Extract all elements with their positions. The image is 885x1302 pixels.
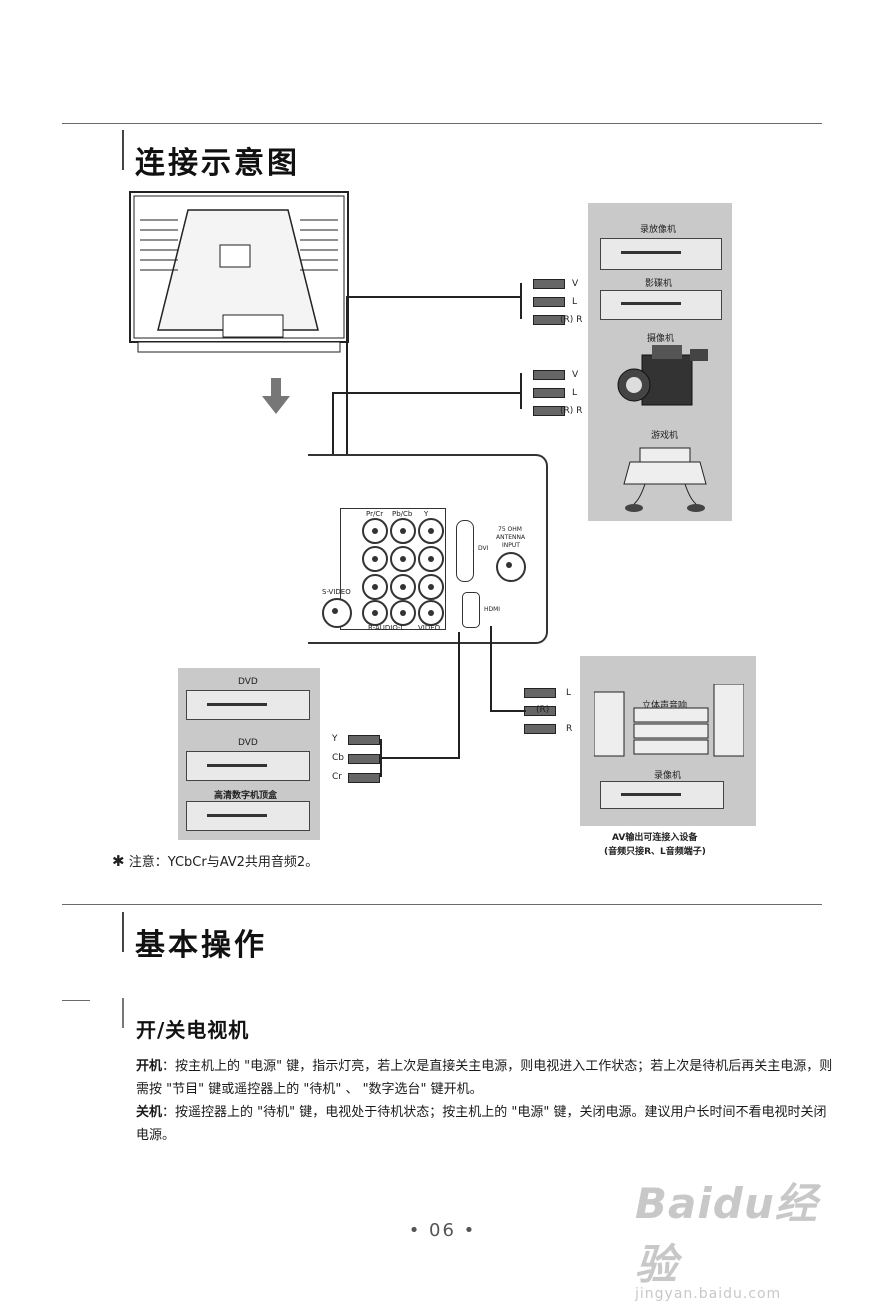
cable-label: (R) [536,705,550,715]
jack [418,574,444,600]
subsection-dash [62,1000,90,1001]
dvd-label: DVD [238,677,258,687]
cable-label: R [566,724,573,734]
dvd2-device [186,751,310,781]
game-console-icon [620,444,710,520]
section-marker [122,130,124,170]
recorder-label: 录像机 [654,771,682,781]
dvi-port [456,520,474,582]
cable-plug [533,388,565,398]
raudio-label: R-AUDIO-L [368,624,405,632]
cable-plug [524,724,556,734]
stereo-label: 立体声音响 [642,701,688,711]
cable-label: L [572,388,578,398]
cable-label: (R) R [560,315,583,325]
connector-block [340,508,446,630]
dvd-device [186,690,310,720]
pr-label: Pr/Cr [366,510,384,518]
lightbulb-icon: ✱ [112,852,125,870]
dvd2-label: DVD [238,738,258,748]
cable-plug [533,406,565,416]
dvd-player-device [600,290,722,320]
power-on-text: ：按主机上的 "电源" 键，指示灯亮，若上次是直接关主电源，则电视进入工作状态；… [136,1059,833,1097]
page-number: • 06 • [408,1220,477,1241]
power-off-paragraph: 关机：按遥控器上的 "待机" 键，电视处于待机状态；按主机上的 "电源" 键，关… [136,1101,836,1147]
pb-label: Pb/Cb [392,510,413,518]
jack [418,600,444,626]
camcorder-icon [612,345,712,419]
video-label: VIDEO [418,624,441,632]
jack [362,518,388,544]
antenna-jack [496,552,526,582]
antenna-label-2: ANTENNA [496,534,526,541]
down-arrow-icon [262,378,290,418]
watermark-logo: Baidu经验 [635,1179,818,1289]
cable-plug [348,735,380,745]
cable-plug [524,688,556,698]
antenna-label-3: INPUT [502,542,520,549]
camcorder-label: 摄像机 [647,334,675,344]
hdmi-port [462,592,480,628]
game-console-label: 游戏机 [651,431,679,441]
cable-plug [533,370,565,380]
power-on-paragraph: 开机：按主机上的 "电源" 键，指示灯亮，若上次是直接关主电源，则电视进入工作状… [136,1055,836,1101]
cable-label: L [572,297,578,307]
jack [362,546,388,572]
section-marker [122,912,124,952]
jack [418,518,444,544]
subsection-marker [122,998,124,1028]
cable-label: (R) R [560,406,583,416]
section-title-connection: 连接示意图 [135,146,300,181]
jack [390,574,416,600]
stb-label: 高清数字机顶盒 [214,791,278,801]
hdmi-label: HDMI [484,606,501,613]
cable-label: L [566,688,572,698]
note-text: ✱ 注意：YCbCr与AV2共用音频2。 [112,852,319,870]
ycbcr-label: Cb [332,753,344,763]
baidu-watermark: Baidu经验 jingyan.baidu.com [635,1170,835,1302]
recorder-device [600,781,724,809]
ycbcr-label: Y [332,734,338,744]
jack [418,546,444,572]
cable-plug [348,773,380,783]
stb-device [186,801,310,831]
cable-label: V [572,370,579,380]
section-title-basic-operation: 基本操作 [135,928,267,963]
dvd-player-label: 影碟机 [645,279,673,289]
dvi-label: DVI [478,545,489,552]
cable-plug [533,297,565,307]
stereo-icon [593,683,745,762]
subsection-title-power: 开/关电视机 [136,1018,250,1042]
power-off-label: 关机 [136,1105,163,1120]
svideo-label: S-VIDEO [322,588,351,596]
cable-plug [533,279,565,289]
cable-plug [348,754,380,764]
power-on-label: 开机 [136,1059,163,1074]
cable-plug [533,315,565,325]
vcr-label: 录放像机 [640,225,677,235]
output-caption-2: (音频只接R、L音频端子) [604,847,706,857]
vcr-device [600,238,722,270]
power-off-text: ：按遥控器上的 "待机" 键，电视处于待机状态；按主机上的 "电源" 键，关闭电… [136,1105,827,1143]
svideo-jack [322,598,352,628]
y-label: Y [424,510,429,518]
tv-back-illustration [128,190,350,360]
jack [390,546,416,572]
cable-label: V [572,279,579,289]
watermark-url: jingyan.baidu.com [635,1286,782,1302]
jack [390,518,416,544]
antenna-label-1: 75 OHM [498,526,522,533]
section-divider-middle [62,904,822,905]
jack [362,600,388,626]
jack [390,600,416,626]
jack [362,574,388,600]
output-caption-1: AV输出可连接入设备 [612,833,698,843]
ycbcr-label: Cr [332,772,342,782]
section-divider-top [62,123,822,124]
